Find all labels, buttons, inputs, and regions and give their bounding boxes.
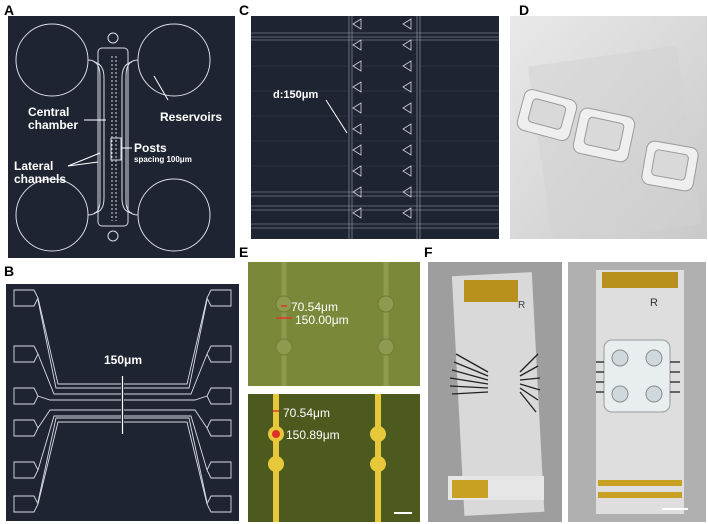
chip-mark-1: R [518, 300, 525, 311]
chip-mark-2: R [650, 297, 658, 309]
reservoir-top-left [15, 23, 89, 97]
panel-f-photo-chip-on-slide: R [568, 262, 706, 522]
post-triangle [402, 60, 412, 72]
measure-bottom-1: 70.54μm [283, 406, 330, 420]
label-posts: Posts [134, 141, 167, 155]
post-triangle [352, 186, 362, 198]
label-posts-spacing: spacing 100μm [134, 155, 192, 164]
post-triangle [402, 165, 412, 177]
post-triangle [352, 207, 362, 219]
label-width-150um: 150μm [104, 353, 142, 367]
pdms-chip-2 [572, 107, 636, 163]
panel-letter-b: B [4, 263, 15, 279]
post-triangle [402, 186, 412, 198]
gold-contact-bottom [452, 480, 488, 498]
label-diameter-150um: d:150μm [273, 89, 318, 101]
post-triangle [402, 81, 412, 93]
post-triangle [402, 102, 412, 114]
post-triangle [352, 165, 362, 177]
scale-bar [394, 512, 412, 514]
panel-f-photo-electrode-slide: R [428, 262, 562, 522]
measure-top-2: 150.00μm [295, 313, 349, 327]
post-triangle [352, 144, 362, 156]
panel-c-cad-posts: d:150μm [251, 16, 499, 239]
post-triangle [352, 81, 362, 93]
panel-letter-a: A [4, 2, 15, 18]
panel-d-pdms-chips-photo [510, 16, 707, 239]
post-triangle [352, 123, 362, 135]
pdms-chip [603, 339, 671, 413]
post-triangle [402, 123, 412, 135]
gold-strip-top [602, 272, 678, 288]
post-triangle [352, 18, 362, 30]
panel-letter-c: C [239, 2, 250, 18]
post-triangle [402, 18, 412, 30]
post-triangle [352, 60, 362, 72]
measure-bottom-2: 150.89μm [286, 428, 340, 442]
scale-bar-f [662, 508, 688, 510]
reservoir-bottom-right [137, 178, 211, 252]
pdms-chip-3 [641, 140, 699, 192]
post-triangle [402, 144, 412, 156]
post-triangle [402, 39, 412, 51]
post-triangle [352, 39, 362, 51]
panel-b-cad-electrodes: 150μm [6, 284, 239, 521]
panel-e-micrograph-top: 70.54μm 150.00μm [248, 262, 420, 386]
panel-letter-f: F [424, 244, 433, 260]
label-reservoirs: Reservoirs [160, 110, 222, 124]
reservoir-bottom-left [15, 178, 89, 252]
gold-contact-top [464, 280, 518, 302]
panel-e-micrograph-bottom: 70.54μm 150.89μm [248, 394, 420, 522]
panel-letter-e: E [239, 244, 249, 260]
panel-letter-d: D [519, 2, 530, 18]
post-triangle [352, 102, 362, 114]
measure-top-1: 70.54μm [291, 300, 338, 314]
post-triangle [402, 207, 412, 219]
pdms-chip-1 [516, 89, 578, 141]
reservoir-top-right [137, 23, 211, 97]
